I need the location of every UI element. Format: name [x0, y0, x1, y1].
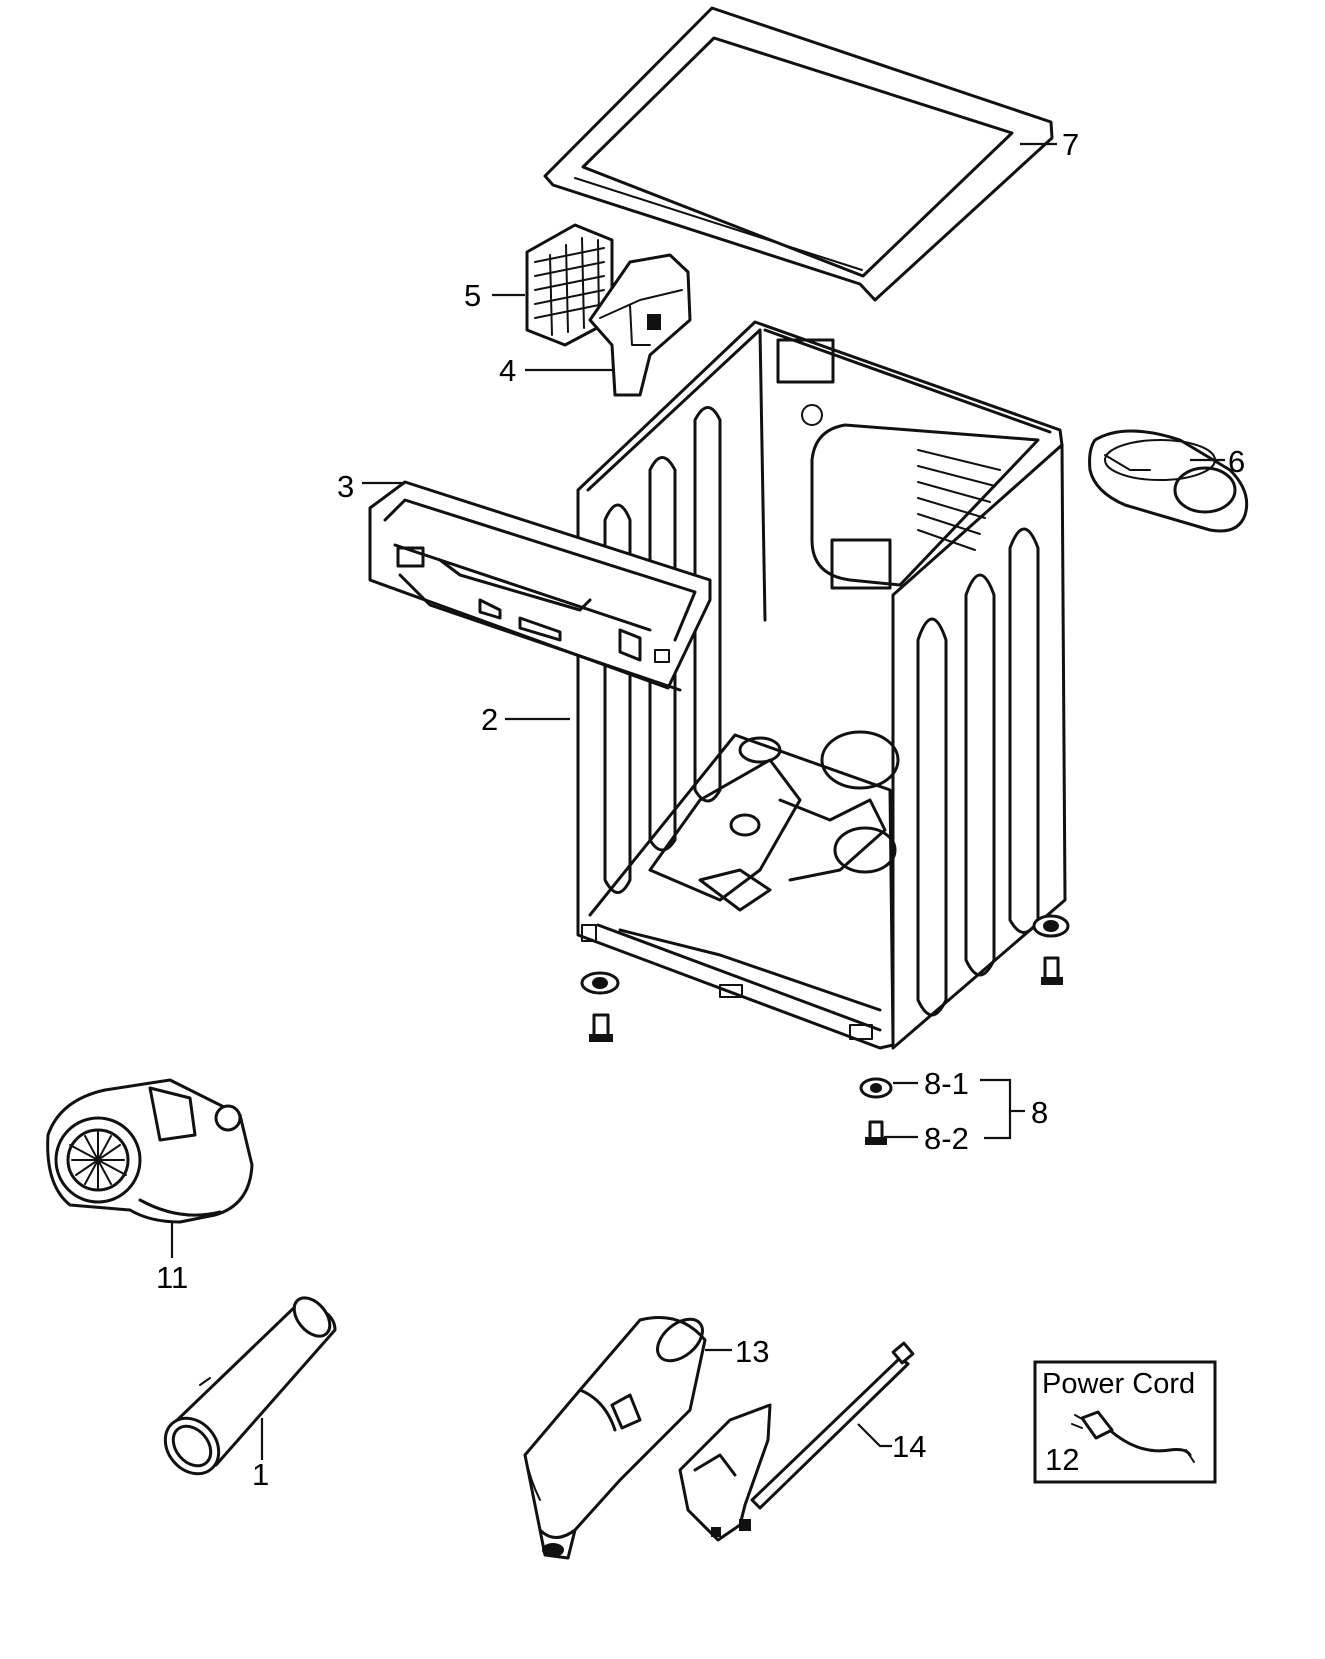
label-1: 1	[252, 1457, 269, 1492]
label-7: 7	[1062, 127, 1079, 162]
label-5: 5	[464, 278, 481, 313]
label-3: 3	[337, 469, 354, 504]
part-6-oval-trim	[1088, 429, 1249, 533]
label-2: 2	[481, 702, 498, 737]
label-8: 8	[1031, 1095, 1048, 1130]
part-11-blower-housing	[46, 1078, 254, 1224]
part-8-feet	[580, 914, 1070, 1145]
power-cord-number: 12	[1045, 1442, 1079, 1477]
part-14-sensor-rod	[678, 1341, 915, 1542]
part-1-duct	[163, 1296, 337, 1476]
label-4: 4	[499, 353, 516, 388]
power-plug-icon	[1071, 1410, 1195, 1463]
part-12-power-cord-box: Power Cord 12	[1033, 1360, 1217, 1484]
label-13: 13	[735, 1334, 769, 1369]
leader-lines	[170, 142, 1225, 1460]
label-8-2: 8-2	[924, 1121, 969, 1156]
label-8-1: 8-1	[924, 1066, 969, 1101]
label-14: 14	[892, 1429, 926, 1464]
part-labels: 7 5 4 3 6 2 8-1 8-2 8 11 1 13 14	[156, 127, 1245, 1492]
part-2-cabinet	[576, 320, 1067, 1050]
label-6: 6	[1228, 444, 1245, 479]
part-7-top-cover	[543, 6, 1054, 302]
part-13-motor	[523, 1316, 707, 1560]
power-cord-title: Power Cord	[1042, 1368, 1195, 1400]
label-11: 11	[156, 1260, 188, 1295]
